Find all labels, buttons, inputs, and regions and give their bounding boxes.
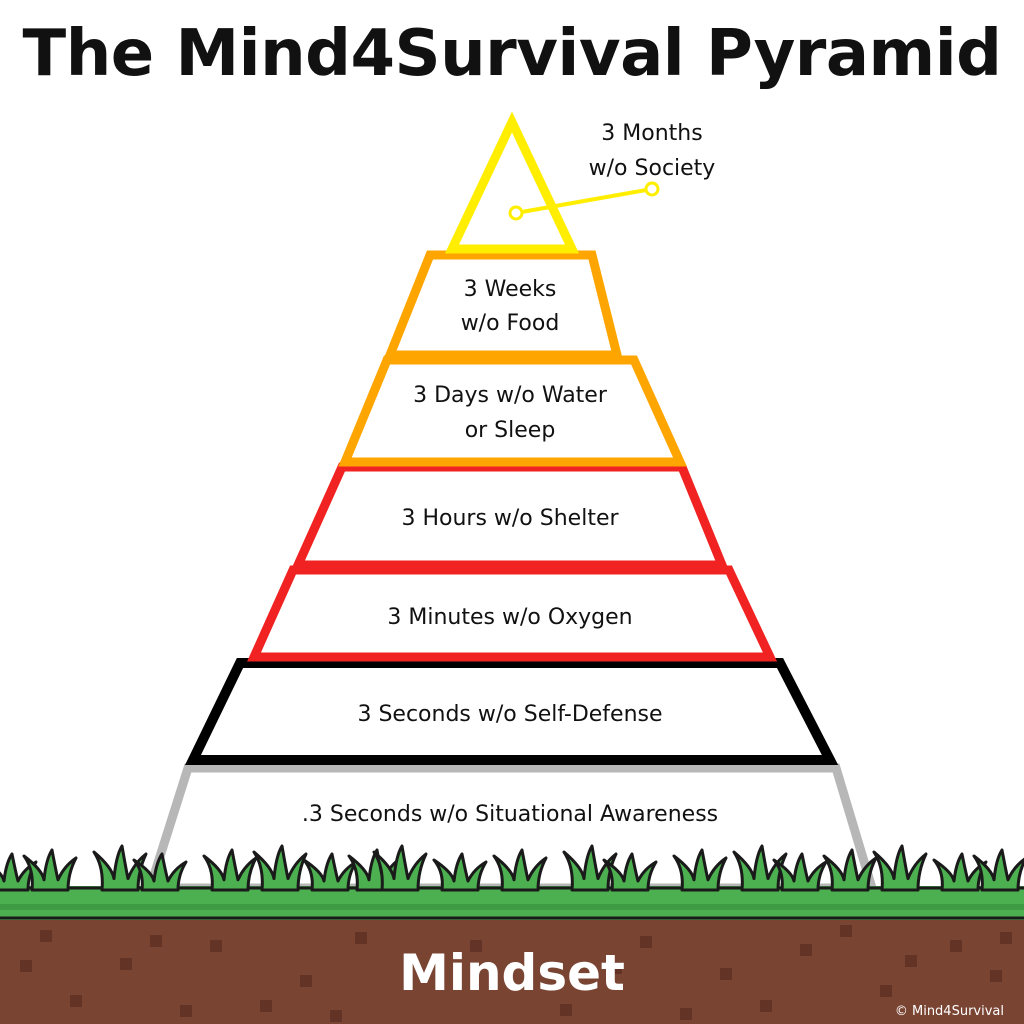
soil-speck bbox=[640, 936, 652, 948]
soil-speck bbox=[610, 962, 622, 974]
tier-label-society-line1: 3 Months bbox=[601, 121, 702, 146]
tier-shelter bbox=[291, 462, 729, 570]
tier-label-self-defense: 3 Seconds w/o Self-Defense bbox=[357, 702, 662, 727]
soil-band bbox=[0, 917, 1024, 1024]
tier-label-situational-awareness: .3 Seconds w/o Situational Awareness bbox=[302, 802, 718, 827]
grass-tuft bbox=[492, 848, 548, 892]
grass-tuft bbox=[972, 848, 1024, 892]
grass-tuft bbox=[372, 844, 428, 892]
grass-tuft bbox=[562, 844, 618, 892]
soil-speck bbox=[330, 1010, 342, 1022]
grass-tuft bbox=[672, 848, 728, 892]
grass-tuft bbox=[132, 852, 188, 892]
grass-tuft bbox=[772, 852, 828, 892]
soil-speck bbox=[20, 960, 32, 972]
tier-label-food-line2: w/o Food bbox=[461, 311, 560, 336]
soil-speck bbox=[720, 968, 732, 980]
grass-band bbox=[0, 886, 1024, 920]
soil-speck bbox=[40, 930, 52, 942]
soil-speck bbox=[990, 970, 1002, 982]
soil-speck bbox=[905, 955, 917, 967]
tier-food bbox=[383, 250, 623, 360]
soil-speck bbox=[300, 975, 312, 987]
tier-label-oxygen: 3 Minutes w/o Oxygen bbox=[387, 605, 632, 630]
grass-tuft bbox=[732, 844, 788, 892]
grass-tuft bbox=[432, 852, 488, 892]
tier-label-shelter: 3 Hours w/o Shelter bbox=[401, 506, 619, 531]
copyright-notice: © Mind4Survival bbox=[895, 1004, 1004, 1019]
soil-speck bbox=[950, 940, 962, 952]
grass-tuft bbox=[602, 852, 658, 892]
tier-label-water-line2: or Sleep bbox=[465, 418, 556, 443]
soil-speck bbox=[880, 985, 892, 997]
grass-band-shade bbox=[0, 904, 1024, 910]
grass-tuft bbox=[252, 844, 308, 892]
soil-speck bbox=[210, 940, 222, 952]
grass-tuft bbox=[932, 852, 988, 892]
grass-tufts bbox=[0, 844, 1024, 892]
soil-speck bbox=[120, 958, 132, 970]
soil-speck bbox=[180, 1005, 192, 1017]
soil-speck bbox=[800, 944, 812, 956]
soil-speck bbox=[70, 995, 82, 1007]
tier-self-defense bbox=[185, 658, 839, 765]
soil-speck bbox=[1000, 932, 1012, 944]
soil-speck bbox=[260, 1000, 272, 1012]
soil-speck bbox=[840, 925, 852, 937]
soil-speck bbox=[150, 935, 162, 947]
grass-tuft bbox=[872, 844, 928, 892]
tier-water-sleep bbox=[338, 355, 687, 467]
soil-speck bbox=[560, 1004, 572, 1016]
tier-label-water-line1: 3 Days w/o Water bbox=[413, 383, 608, 408]
grass-tuft bbox=[22, 848, 78, 892]
soil-speck bbox=[355, 932, 367, 944]
grass-tuft bbox=[0, 852, 38, 892]
tier-society bbox=[444, 111, 580, 254]
foundation-label: Mindset bbox=[399, 944, 625, 1002]
tier-label-food-line1: 3 Weeks bbox=[464, 277, 557, 302]
grass-tuft bbox=[92, 844, 148, 892]
society-callout bbox=[508, 181, 660, 221]
tier-label-society-line2: w/o Society bbox=[589, 156, 716, 181]
tier-oxygen bbox=[247, 565, 778, 662]
soil-speck bbox=[760, 1000, 772, 1012]
page-title: The Mind4Survival Pyramid bbox=[22, 17, 1002, 91]
soil-speck bbox=[470, 940, 482, 952]
soil-texture bbox=[20, 925, 1012, 1022]
soil-speck bbox=[680, 1008, 692, 1020]
